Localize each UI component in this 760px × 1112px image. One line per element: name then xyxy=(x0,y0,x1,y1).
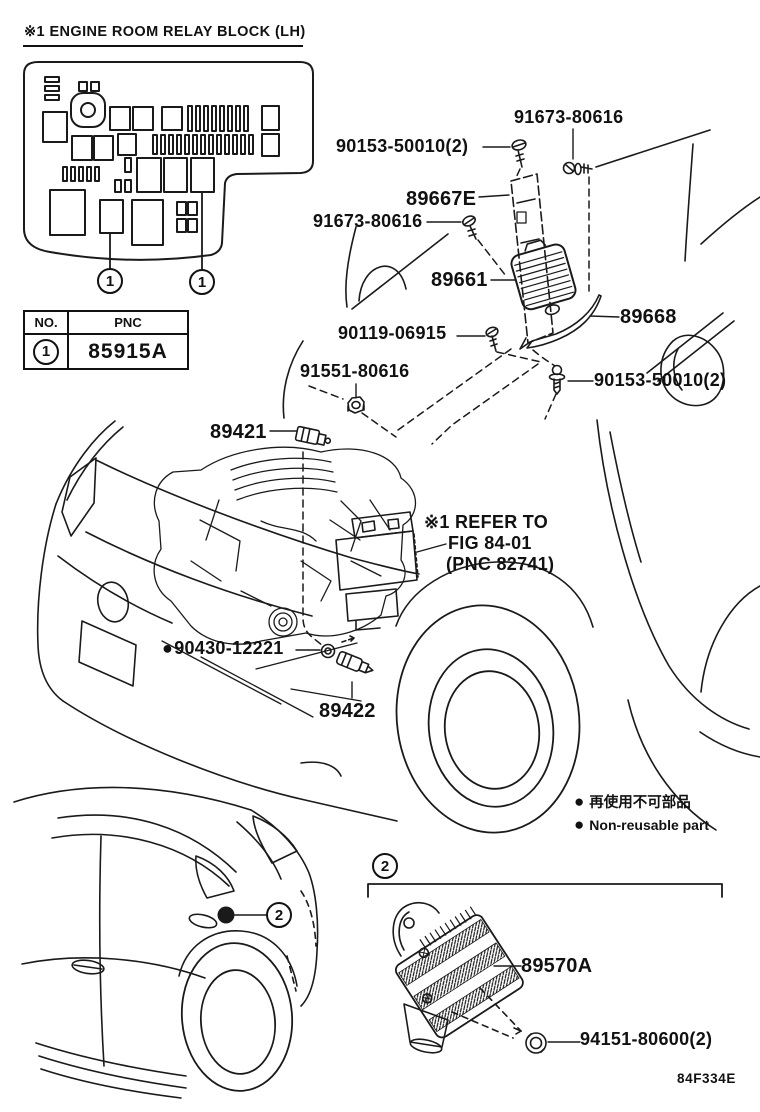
part-label-94151-80600: 94151-80600(2) xyxy=(580,1029,713,1049)
part-label-90430-12221: ●90430-12221 xyxy=(162,638,284,659)
part-label-89421: 89421 xyxy=(210,421,267,443)
bracket-89667e-drawing xyxy=(510,173,554,344)
location-dot xyxy=(217,906,235,924)
screw-91673-top-icon xyxy=(562,161,593,176)
dashed-leaders xyxy=(302,168,590,647)
pnc-table-header-no: NO. xyxy=(23,310,69,335)
relay-block-drawing xyxy=(23,61,314,270)
refer-note-line3: (PNC 82741) xyxy=(446,554,555,574)
legend-row-en: ● Non-reusable part xyxy=(574,813,709,836)
nut-94151-icon xyxy=(525,1032,547,1054)
igniter-assembly-drawing xyxy=(462,139,602,395)
small-parts-drawing xyxy=(294,396,374,674)
callout-2-rear-car: 2 xyxy=(266,902,292,928)
part-label-90153-50010-right: 90153-50010(2) xyxy=(594,370,727,390)
rear-car-drawing xyxy=(13,761,342,1099)
part-label-91673-80616-top: 91673-80616 xyxy=(514,107,624,127)
screw-91673-mid-icon xyxy=(462,215,477,240)
pnc-table-cell-no: 1 xyxy=(23,333,69,370)
part-label-90153-50010-left: 90153-50010(2) xyxy=(336,136,469,156)
part-label-91673-80616-mid: 91673-80616 xyxy=(313,211,423,231)
legend-row-jp: ● 再使用不可部品 xyxy=(574,790,709,813)
part-label-89668: 89668 xyxy=(620,306,677,328)
pnc-table-header-row: NO. PNC xyxy=(23,310,189,335)
pnc-table: NO. PNC 1 85915A xyxy=(23,310,189,370)
page-title: ※1 ENGINE ROOM RELAY BLOCK (LH) xyxy=(24,24,306,40)
part-label-91551-80616: 91551-80616 xyxy=(300,361,410,381)
non-reusable-dot-icon: ● xyxy=(574,815,585,834)
part-label-90430-text: 90430-12221 xyxy=(174,638,284,658)
resistor-89570a-drawing xyxy=(394,906,524,1039)
part-label-89422: 89422 xyxy=(319,700,376,722)
part-label-90119-06915: 90119-06915 xyxy=(338,323,447,343)
pnc-table-row: 1 85915A xyxy=(23,333,189,370)
refer-note-line2: FIG 84-01 xyxy=(448,533,532,553)
callout-1-relay-left: 1 xyxy=(97,268,123,294)
support-89668-drawing xyxy=(526,294,602,349)
engine-drawing xyxy=(153,446,416,718)
section-bracket xyxy=(367,883,723,898)
callout-2-variant: 2 xyxy=(372,853,398,879)
ecu-82741-drawing xyxy=(335,511,419,631)
sensor-89421-icon xyxy=(294,425,332,446)
nut-91551-icon xyxy=(347,396,365,414)
refer-note-line1: ※1 REFER TO xyxy=(424,512,549,532)
legend-jp-text: 再使用不可部品 xyxy=(589,795,691,811)
refer-note: ※1 REFER TO FIG 84-01 (PNC 82741) xyxy=(424,512,554,575)
pnc-table-cell-pnc: 85915A xyxy=(67,333,189,370)
callout-1-relay-right: 1 xyxy=(189,269,215,295)
non-reusable-dot-icon: ● xyxy=(162,638,174,658)
bolt-90153-right-icon xyxy=(548,364,566,395)
sensor-89422-icon xyxy=(335,650,374,674)
legend: ● 再使用不可部品 ● Non-reusable part xyxy=(574,790,709,836)
variant-section-drawing xyxy=(367,883,723,1054)
screw-90119-icon xyxy=(485,326,499,352)
pnc-value: 85915A xyxy=(88,339,168,363)
igniter-89661-drawing xyxy=(510,239,577,316)
washer-90430-icon xyxy=(320,643,336,659)
front-car-drawing xyxy=(36,129,760,834)
legend-en-text: Non-reusable part xyxy=(589,816,710,833)
part-label-89661: 89661 xyxy=(431,269,488,291)
pnc-table-header-pnc: PNC xyxy=(67,310,189,335)
label-leader-lines xyxy=(269,128,620,1043)
screw-90153-left-icon xyxy=(511,139,527,168)
callout-1-table: 1 xyxy=(33,338,59,365)
part-label-89667e: 89667E xyxy=(406,188,477,210)
diagram-code: 84F334E xyxy=(677,1071,736,1086)
title-underline xyxy=(23,45,303,47)
part-label-89570a: 89570A xyxy=(521,955,593,977)
non-reusable-dot-icon: ● xyxy=(574,792,585,811)
